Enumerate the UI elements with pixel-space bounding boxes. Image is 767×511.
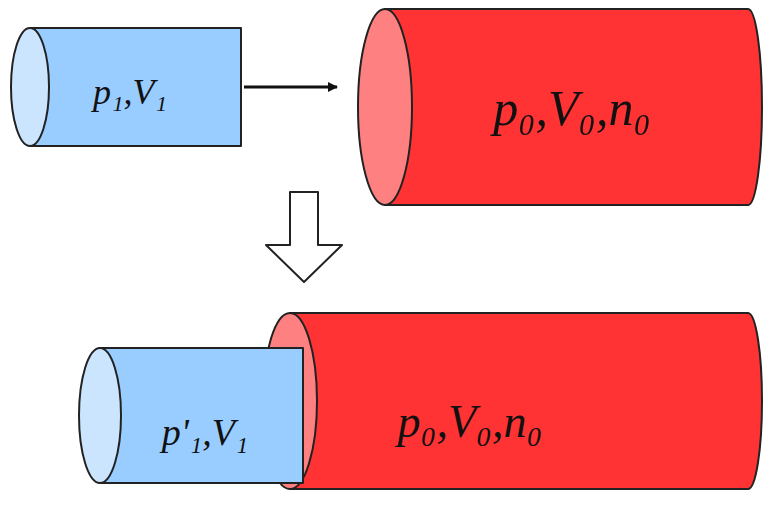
cylinder-node: p'₁,V₁ [78, 347, 304, 484]
variable-label: p'₁,V₁ [162, 413, 248, 451]
variable-label: p₁,V₁ [93, 74, 167, 110]
cylinder-node: p₀,V₀,n₀ [357, 8, 762, 206]
variable-label: p₀,V₀,n₀ [397, 399, 542, 445]
flow-arrow [244, 86, 337, 89]
cylinder-node: p₁,V₁ [10, 27, 242, 147]
variable-label: p₀,V₀,n₀ [493, 83, 651, 133]
hollow-arrow [266, 192, 342, 282]
cylinder-node: p₀,V₀,n₀ [262, 312, 762, 490]
